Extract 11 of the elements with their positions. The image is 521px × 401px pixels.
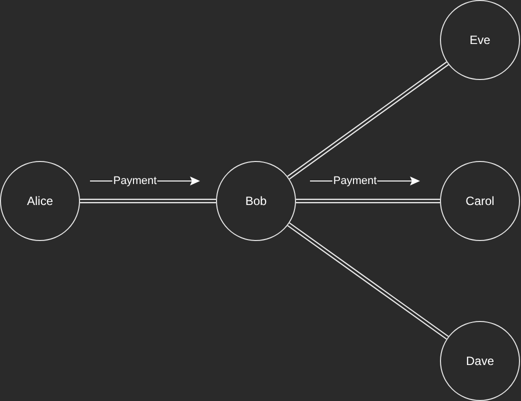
node-label: Alice (26, 193, 53, 210)
node-label: Bob (245, 193, 267, 210)
arrow-label: Payment (112, 175, 158, 187)
double-line-connector (286, 61, 450, 180)
double-line-connector (79, 198, 217, 204)
node-label: Eve (470, 32, 490, 49)
node-label: Carol (466, 193, 494, 210)
arrow-label: Payment (332, 175, 378, 187)
node-label: Dave (466, 353, 494, 370)
double-line-connector (287, 222, 449, 340)
double-line-connector (295, 198, 441, 204)
